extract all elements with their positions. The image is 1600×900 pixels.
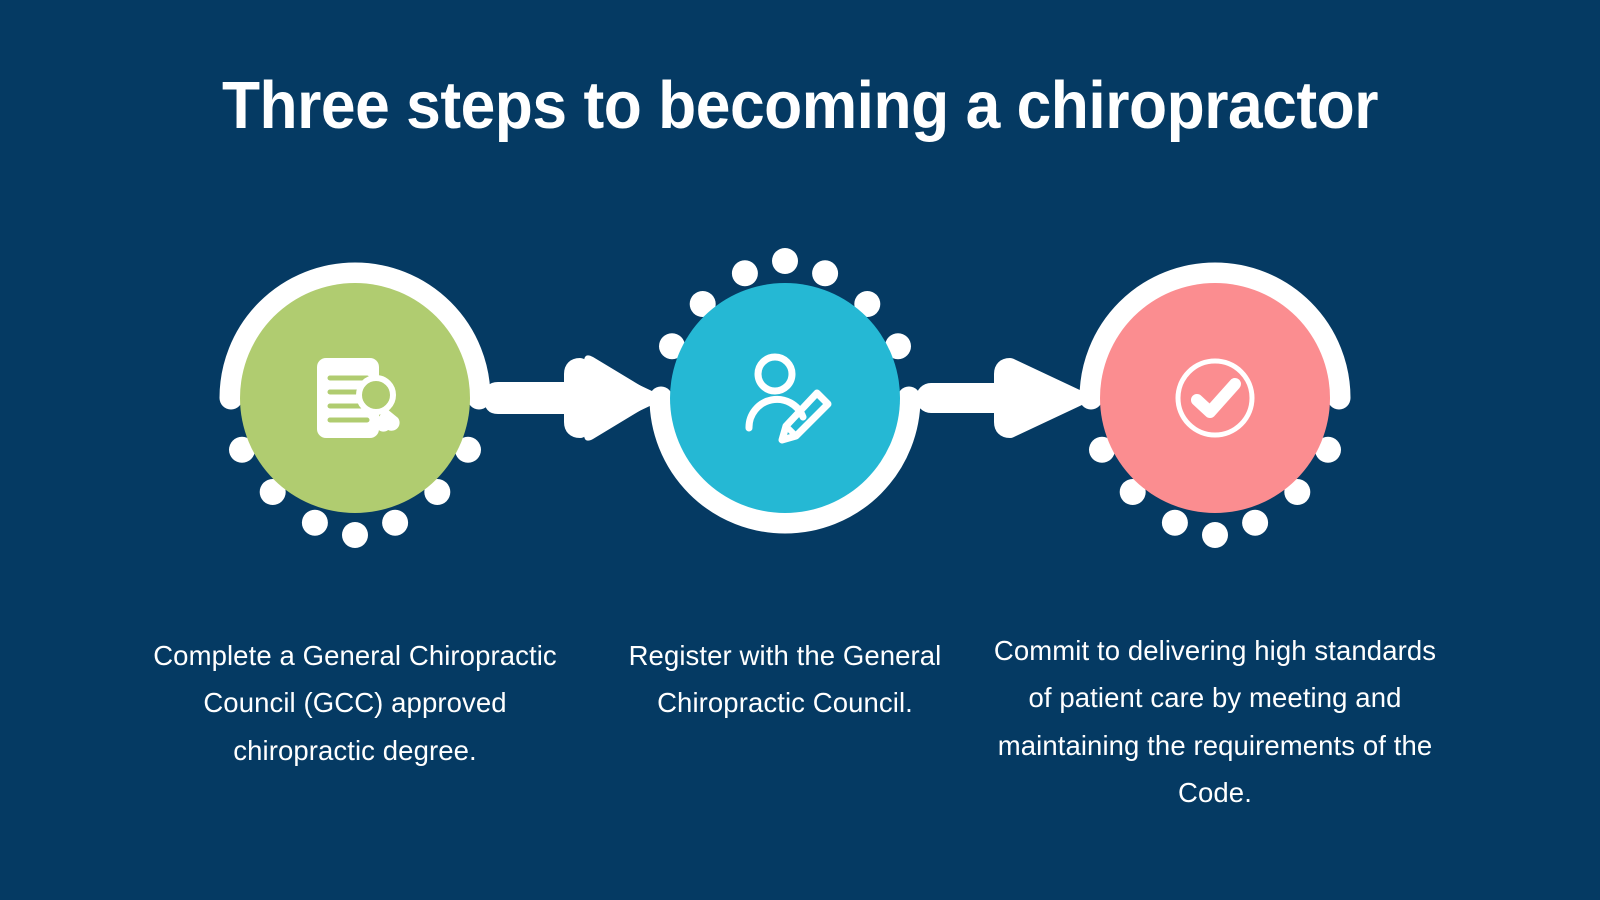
step-3: Commit to delivering high standards of p… bbox=[994, 0, 1436, 900]
step-2-caption: Register with the General Chiropractic C… bbox=[628, 640, 942, 719]
arrow-step2-to-step3 bbox=[910, 352, 1090, 444]
step-1: Complete a General Chiropractic Council … bbox=[140, 0, 570, 900]
document-search-icon bbox=[290, 333, 420, 463]
check-circle-icon bbox=[1150, 333, 1280, 463]
arrow-step1-to-step2 bbox=[480, 352, 660, 444]
step-3-caption: Commit to delivering high standards of p… bbox=[993, 635, 1437, 808]
step-2: Register with the General Chiropractic C… bbox=[570, 0, 1000, 900]
step-2-ring bbox=[625, 238, 945, 558]
page-title: Three steps to becoming a chiropractor bbox=[221, 68, 1379, 143]
step-3-ring bbox=[1055, 238, 1375, 558]
person-edit-icon bbox=[720, 333, 850, 463]
step-1-caption: Complete a General Chiropractic Council … bbox=[153, 640, 557, 766]
step-1-ring bbox=[195, 238, 515, 558]
